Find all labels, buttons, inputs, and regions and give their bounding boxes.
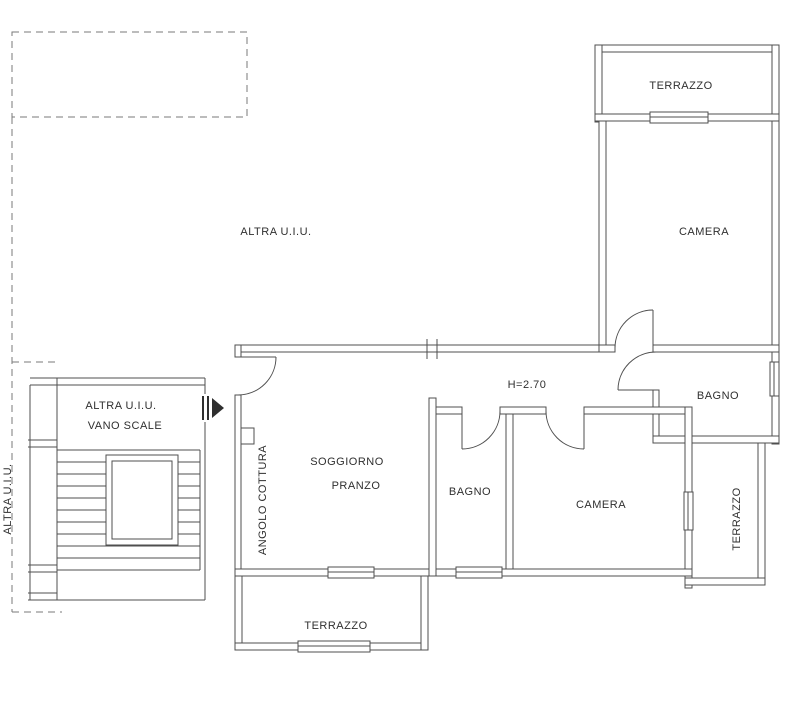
wall-segment	[771, 44, 780, 445]
room-label-terrazzo-bottom: TERRAZZO	[304, 620, 368, 632]
room-label-soggiorno: SOGGIORNO	[310, 456, 384, 468]
wall-segment	[598, 344, 616, 353]
stair-landing-inner	[111, 460, 173, 540]
wall-segment	[234, 344, 242, 358]
wall-segment	[598, 120, 607, 353]
room-label-pranzo: PRANZO	[331, 480, 381, 492]
door-soggiorno-entry	[237, 356, 277, 396]
room-label-camera-top: CAMERA	[678, 226, 730, 238]
arrow-head	[212, 398, 224, 418]
window-bagno-center	[455, 566, 503, 579]
room-label-altra-uiu-edge: ALTRA U.I.U.	[2, 463, 14, 535]
wall-segment	[684, 577, 766, 586]
wall-segment	[652, 344, 780, 353]
wall-segment	[420, 575, 429, 651]
wall-segment	[594, 44, 780, 53]
walls	[234, 44, 780, 651]
wall-segment	[234, 575, 243, 651]
door-bagno-center	[461, 410, 501, 450]
room-label-altra-uiu-main: ALTRA U.I.U.	[240, 226, 312, 238]
wall-ticks	[426, 339, 438, 359]
window-terrazzo-top	[649, 111, 709, 124]
wall-segment	[583, 406, 693, 415]
doors	[237, 309, 657, 450]
door-bagno-right	[617, 351, 657, 391]
window-camera-terrazzo	[683, 491, 694, 531]
wall-segment	[234, 394, 242, 577]
wall-segment	[594, 44, 603, 123]
room-label-terrazzo-right: TERRAZZO	[731, 487, 743, 551]
stairs	[28, 377, 206, 601]
room-label-vano-scale: VANO SCALE	[87, 420, 163, 432]
door-camera-bottom	[545, 410, 585, 450]
dashed-upper-left-unit	[11, 31, 248, 118]
wall-segment	[234, 344, 600, 353]
ceiling-height-note: H=2.70	[507, 379, 547, 391]
wall-segment	[435, 568, 693, 577]
stair-landing	[105, 454, 179, 546]
room-label-bagno-center: BAGNO	[448, 486, 492, 498]
window-soggiorno	[327, 566, 375, 579]
wall-segment	[428, 397, 437, 577]
dashed-unit-boundaries	[11, 31, 248, 613]
room-label-altra-uiu-left: ALTRA U.I.U.	[85, 400, 157, 412]
room-label-terrazzo-top: TERRAZZO	[649, 80, 713, 92]
wall-segment	[757, 442, 766, 586]
kitchen-flue-column	[240, 427, 255, 445]
wall-segment	[505, 413, 514, 577]
windows	[297, 111, 780, 653]
wall-segment	[499, 406, 547, 415]
wall-segment	[435, 406, 463, 415]
room-label-camera-bottom: CAMERA	[575, 499, 627, 511]
wall-segment	[652, 435, 780, 444]
stair-direction-arrow	[202, 396, 224, 420]
window-bagno-right	[769, 361, 780, 397]
room-label-angolo-cottura: ANGOLO COTTURA	[257, 444, 269, 556]
door-camera-top	[614, 309, 654, 349]
window-terrazzo-bottom	[297, 640, 371, 653]
room-label-bagno-right: BAGNO	[696, 390, 740, 402]
